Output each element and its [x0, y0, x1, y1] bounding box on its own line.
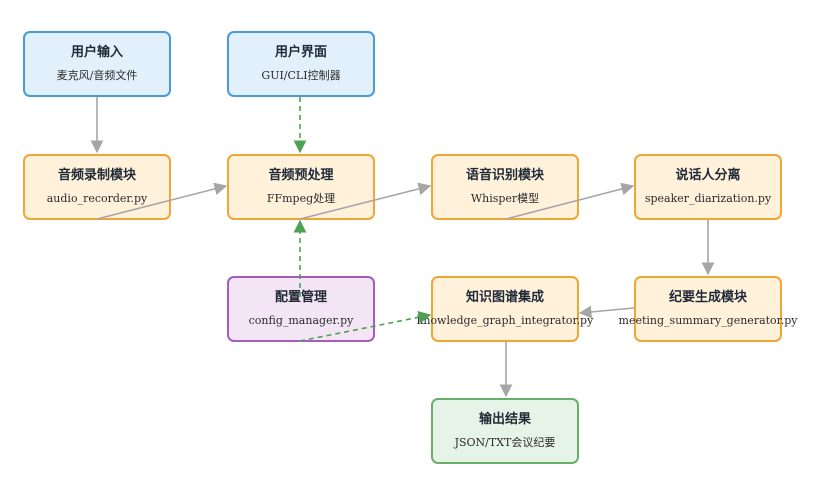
node-user-interface: 用户界面 GUI/CLI控制器	[227, 31, 375, 97]
node-subtitle: JSON/TXT会议纪要	[454, 436, 556, 449]
node-subtitle: 麦克风/音频文件	[56, 69, 138, 82]
node-title: 输出结果	[478, 412, 531, 427]
node-title: 配置管理	[274, 290, 327, 305]
node-audio-recorder: 音频录制模块 audio_recorder.py	[23, 154, 171, 220]
node-subtitle: GUI/CLI控制器	[261, 69, 341, 82]
node-output: 输出结果 JSON/TXT会议纪要	[431, 398, 579, 464]
node-subtitle: FFmpeg处理	[266, 192, 336, 205]
node-title: 说话人分离	[675, 168, 741, 183]
node-subtitle: config_manager.py	[248, 314, 354, 327]
node-title: 用户输入	[70, 45, 123, 60]
node-subtitle: meeting_summary_generator.py	[618, 314, 798, 327]
node-title: 音频录制模块	[57, 168, 136, 183]
node-speaker-diarization: 说话人分离 speaker_diarization.py	[634, 154, 782, 220]
node-title: 纪要生成模块	[668, 290, 747, 305]
node-subtitle: speaker_diarization.py	[644, 192, 772, 205]
node-subtitle: Whisper模型	[470, 192, 540, 205]
node-summary-generator: 纪要生成模块 meeting_summary_generator.py	[619, 276, 797, 342]
node-subtitle: audio_recorder.py	[46, 192, 148, 205]
edge-summary-to-kg	[578, 305, 635, 319]
node-config-manager: 配置管理 config_manager.py	[227, 276, 375, 342]
node-title: 音频预处理	[268, 168, 334, 183]
node-subtitle: knowledge_graph_integrator.py	[416, 314, 594, 327]
node-title: 用户界面	[274, 45, 327, 60]
node-user-input: 用户输入 麦克风/音频文件	[23, 31, 171, 97]
node-title: 知识图谱集成	[465, 290, 544, 305]
node-title: 语音识别模块	[465, 168, 544, 183]
node-audio-preprocess: 音频预处理 FFmpeg处理	[227, 154, 375, 220]
node-speech-recognition: 语音识别模块 Whisper模型	[431, 154, 579, 220]
node-knowledge-graph: 知识图谱集成 knowledge_graph_integrator.py	[417, 276, 593, 342]
